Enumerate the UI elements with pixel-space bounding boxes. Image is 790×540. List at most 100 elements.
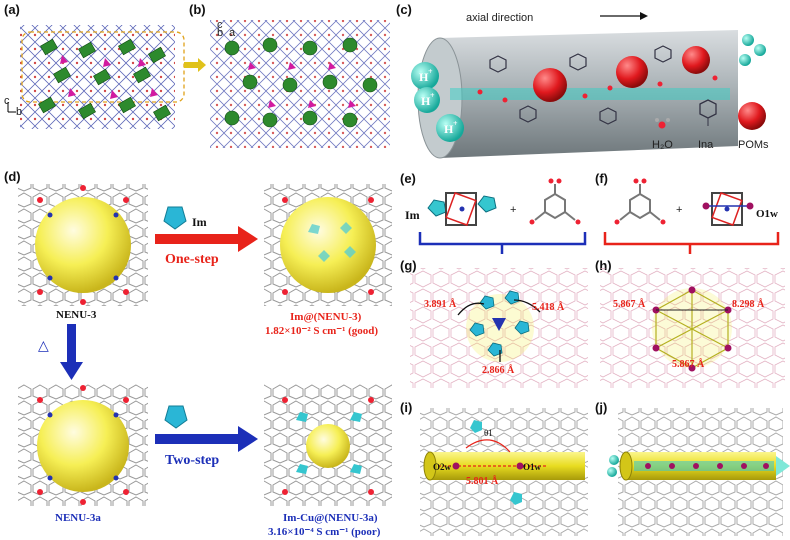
crystal-packing-b <box>210 20 390 148</box>
axis-label-c: c <box>4 95 10 107</box>
panel-f: (f) + O1w <box>595 171 780 254</box>
bracket-e <box>418 232 587 246</box>
dist-i: 5.801 Å <box>466 475 499 487</box>
im-molecules-g <box>469 290 530 357</box>
dist-h-2: 8.298 Å <box>732 298 765 310</box>
proton-label-2: H <box>444 122 454 136</box>
two-step-arrow: Two-step <box>155 405 258 468</box>
panel-e: (e) Im + <box>400 171 587 254</box>
axial-direction-label: axial direction <box>466 12 533 24</box>
im-cu-molecule <box>427 192 497 226</box>
panel-j: (j) <box>595 400 790 536</box>
channel-i-end <box>423 451 437 481</box>
legend-c: H₂O Ina POMs <box>652 99 769 151</box>
panel-label-a: (a) <box>4 2 20 17</box>
o1w-label-i: O1w <box>523 462 542 472</box>
proton-sup-3: + <box>430 91 435 100</box>
panel-label-c: (c) <box>396 2 412 17</box>
proton-arrow-j <box>776 456 790 476</box>
angle-label-i: θ1 <box>484 428 493 438</box>
btc-oxygens-f <box>614 178 666 225</box>
panel-label-e: (e) <box>400 171 416 186</box>
plus-f: + <box>676 204 682 216</box>
legend-poms: POMs <box>738 139 769 151</box>
water-molecules <box>477 75 718 103</box>
one-step-label: One-step <box>165 252 219 267</box>
panel-label-j: (j) <box>595 400 607 415</box>
legend-h2o: H₂O <box>652 139 673 151</box>
nenu3-structure <box>18 184 148 306</box>
bracket-f <box>603 232 780 246</box>
panel-label-i: (i) <box>400 400 412 415</box>
polyhedra-a <box>38 38 171 122</box>
axis-label-b-b: b <box>217 27 223 39</box>
panel-label-b: (b) <box>189 2 206 17</box>
dist-h-3: 5.867 Å <box>672 358 705 370</box>
magenta-nodes-b <box>248 62 356 108</box>
imidazole-pentagon-icon <box>163 206 187 230</box>
nenu3a-structure <box>18 384 148 506</box>
axial-arrow-head <box>640 12 648 20</box>
im-label-d: Im <box>192 215 207 229</box>
dist-h-1: 5.867 Å <box>613 298 646 310</box>
axis-label-b: b <box>16 106 22 118</box>
dist-g-3: 2.866 Å <box>482 364 515 376</box>
conductivity-good: 1.82×10⁻² S cm⁻¹ (good) <box>265 325 378 337</box>
heating-arrow: △ <box>38 324 83 380</box>
imidazole-pentagon-icon-2 <box>164 405 188 429</box>
conductivity-poor: 3.16×10⁻⁴ S cm⁻¹ (poor) <box>268 526 381 538</box>
im-molecules-i <box>470 420 522 505</box>
btc-molecule-e <box>534 184 576 221</box>
o1w-site <box>516 462 524 470</box>
arrow-a-to-b <box>184 58 206 72</box>
water-chain-j <box>645 463 769 469</box>
panel-label-d: (d) <box>4 169 21 184</box>
one-step-arrow: Im One-step <box>155 206 258 267</box>
proton-pathway-j <box>634 461 774 471</box>
proton-label-1: H <box>419 70 429 84</box>
legend-ina: Ina <box>698 139 714 151</box>
ina-molecules <box>489 45 672 125</box>
water-cu-molecule <box>702 192 754 226</box>
o2w-label: O2w <box>433 462 452 472</box>
panel-i: (i) θ1 O2w O1w 5.801 Å <box>400 400 588 536</box>
btc-molecule-f <box>619 184 661 221</box>
axis-label-a-b: a <box>229 27 236 39</box>
panel-d: (d) NENU-3 Im One-step <box>4 169 392 538</box>
arrow-g-1 <box>457 302 485 316</box>
im-label-e: Im <box>405 208 420 222</box>
proton-pathway <box>450 88 730 100</box>
proton-sup-1: + <box>428 67 433 76</box>
proton-label-3: H <box>421 94 431 108</box>
panel-label-f: (f) <box>595 171 608 186</box>
cu-center-g <box>492 318 506 331</box>
protons-j <box>607 455 619 477</box>
nenu3a-label: NENU-3a <box>55 512 101 524</box>
im-cu-nenu3a-label: Im-Cu@(NENU-3a) <box>283 512 378 524</box>
protons: H + H + H + <box>411 34 766 142</box>
channel-j-end <box>619 451 633 481</box>
panel-c: (c) axial direction H + H + <box>396 2 769 159</box>
o2w-site <box>452 462 460 470</box>
dist-g-1: 3.891 Å <box>424 298 457 310</box>
o1w-label-f: O1w <box>756 208 778 220</box>
pom-clusters <box>533 46 710 102</box>
magenta-nodes-a <box>60 55 158 99</box>
delta-symbol: △ <box>38 339 49 354</box>
axis-label-c-b: c <box>217 19 223 31</box>
proton-sup-2: + <box>453 119 458 128</box>
dist-g-2: 5.418 Å <box>532 301 565 313</box>
im-nenu3-label: Im@(NENU-3) <box>290 311 362 323</box>
im-nenu3-structure <box>264 184 392 306</box>
polyhedra-b <box>224 37 378 128</box>
nenu3-label: NENU-3 <box>56 309 97 321</box>
arrow-g-2 <box>513 299 541 313</box>
panel-b: (b) c b a <box>189 2 390 148</box>
panel-a: (a) c b <box>4 2 206 129</box>
angle-arc-i <box>465 439 511 453</box>
panel-g: (g) 3.891 Å 5.418 Å 2.866 Å <box>400 258 588 388</box>
im-cu-nenu3a-structure <box>264 384 392 506</box>
btc-oxygens-e <box>529 178 581 225</box>
two-step-label: Two-step <box>165 453 219 468</box>
